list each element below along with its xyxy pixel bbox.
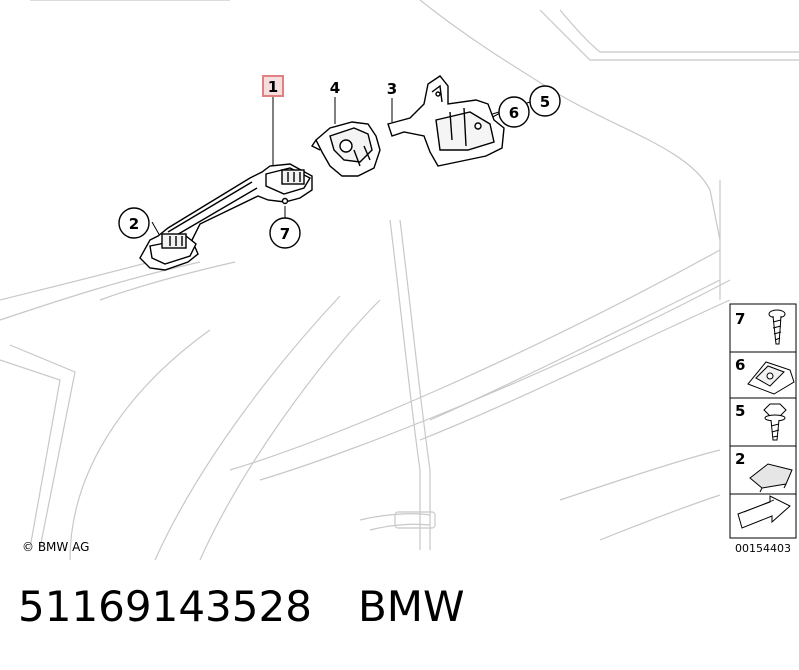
legend-item-6: 6	[735, 356, 795, 395]
callout-1[interactable]: 1	[262, 75, 284, 97]
callout-2-label: 2	[129, 215, 139, 233]
callout-7[interactable]: 7	[269, 217, 301, 249]
drawing-number: 00154403	[735, 542, 791, 555]
copyright-text: © BMW AG	[22, 540, 90, 554]
callout-7-label: 7	[280, 225, 290, 243]
svg-text:7: 7	[735, 310, 745, 328]
callout-2[interactable]: 2	[118, 207, 150, 239]
callout-3-label: 3	[387, 80, 397, 98]
svg-text:2: 2	[735, 450, 745, 468]
legend-item-7: 7	[735, 309, 786, 345]
callout-6-label: 6	[509, 104, 519, 122]
svg-text:5: 5	[735, 402, 745, 420]
mounting-plate-part	[387, 75, 505, 167]
screw-icon	[768, 309, 786, 345]
callout-4[interactable]: 4	[330, 79, 340, 97]
parts-legend: 7 6 5 2	[729, 303, 797, 539]
callout-6[interactable]: 6	[498, 96, 530, 128]
grab-handle-part	[139, 163, 313, 271]
callout-5[interactable]: 5	[529, 85, 561, 117]
callout-5-label: 5	[540, 93, 550, 111]
hinge-bracket-part	[310, 121, 381, 177]
part-number: 51169143528	[18, 582, 312, 631]
legend-item-5: 5	[735, 402, 787, 441]
callout-3[interactable]: 3	[387, 80, 397, 98]
callout-4-label: 4	[330, 79, 340, 97]
callout-1-label: 1	[268, 78, 278, 96]
arrow-icon	[737, 495, 791, 529]
hex-bolt-icon	[763, 403, 787, 441]
legend-item-2: 2	[735, 450, 793, 493]
vehicle-body-outline	[0, 0, 799, 561]
brand-name: BMW	[357, 582, 465, 631]
svg-text:6: 6	[735, 356, 745, 374]
clip-nut-icon	[747, 361, 795, 395]
footer: 51169143528 BMW	[18, 582, 465, 631]
cover-cap-icon	[749, 463, 793, 493]
